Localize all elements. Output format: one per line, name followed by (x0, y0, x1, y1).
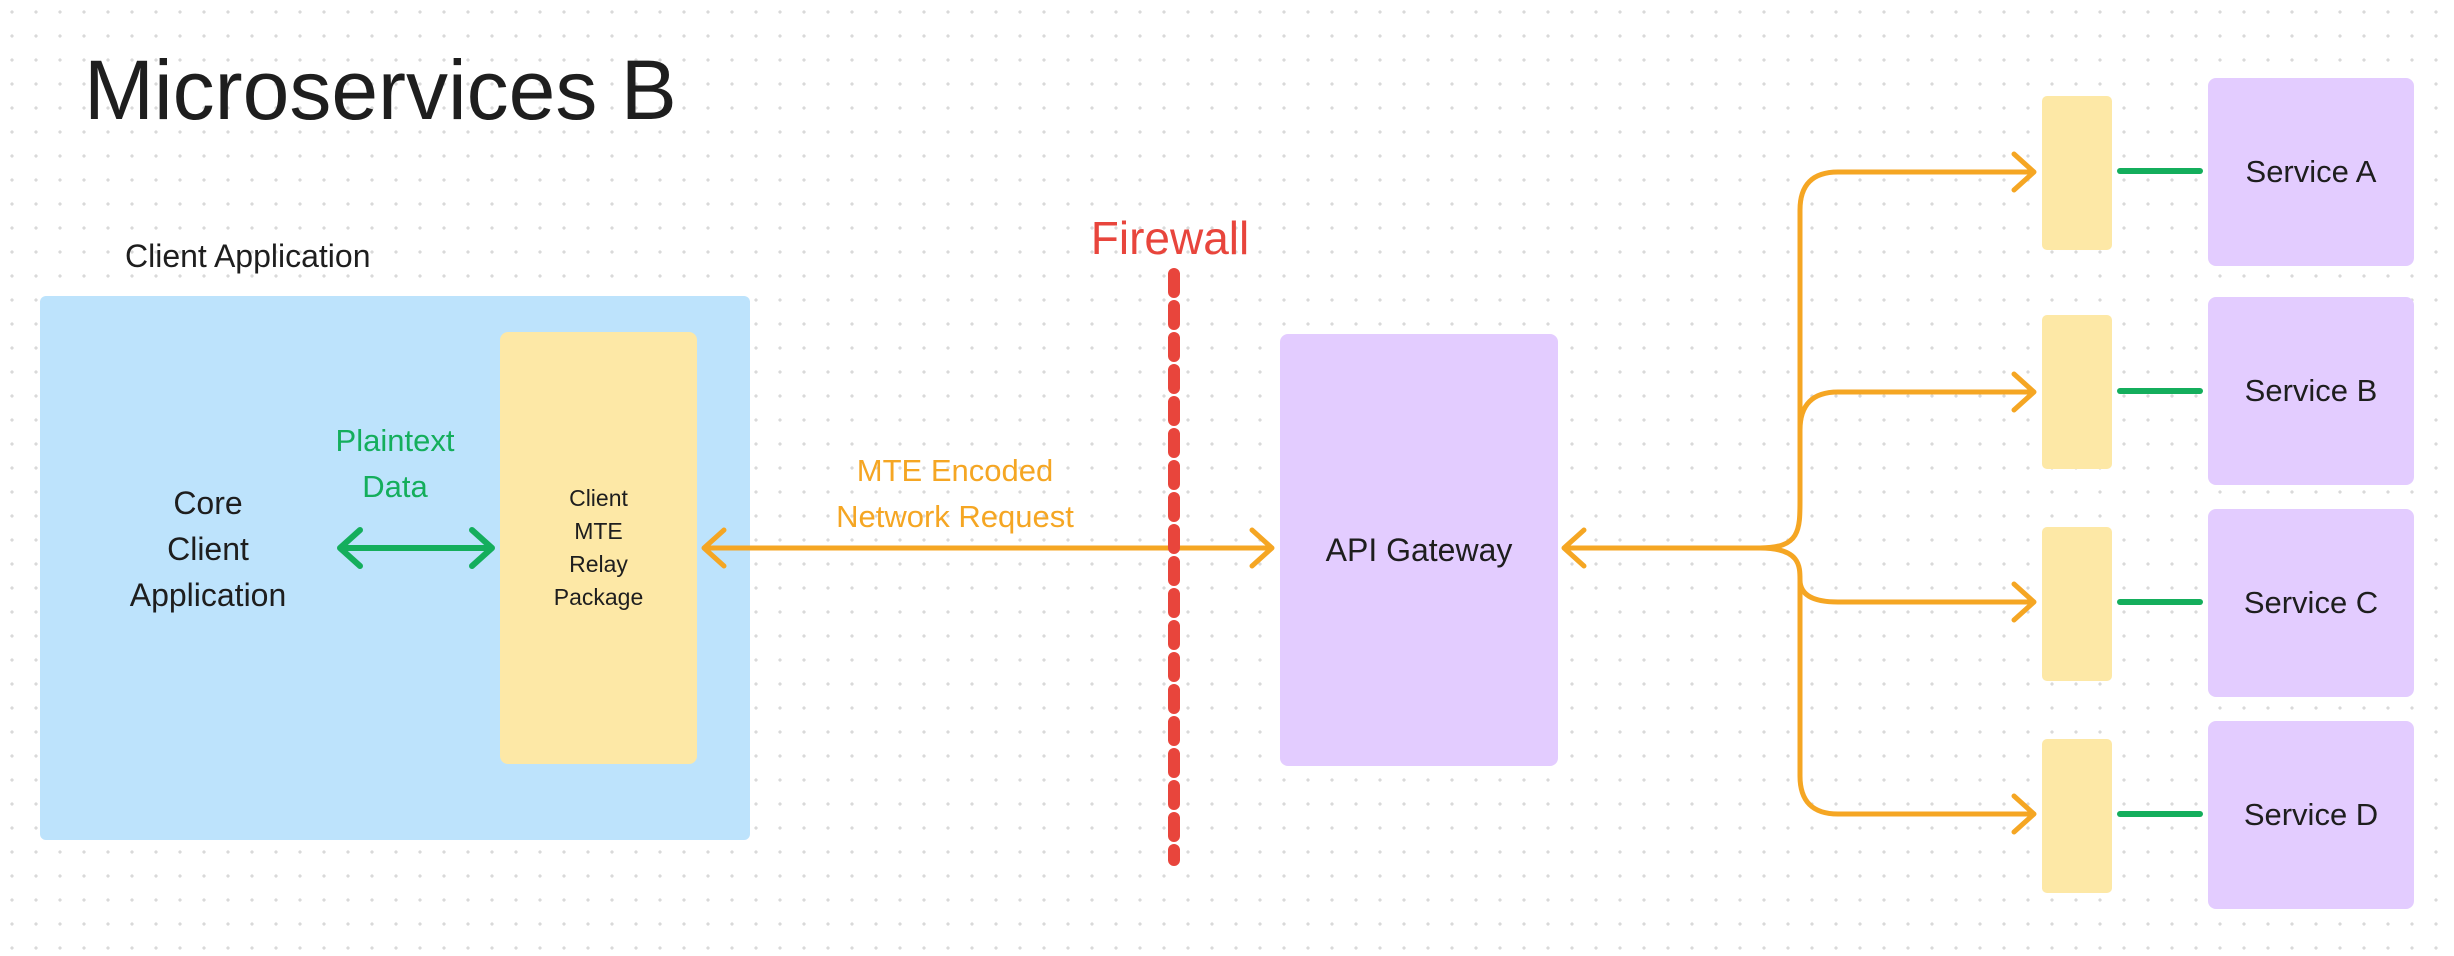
core-client-application-text: Core Client Application (129, 485, 287, 613)
network-request-arrow (701, 527, 1275, 569)
plaintext-arrow (337, 527, 495, 569)
service-connectors (2117, 168, 2203, 817)
service-a-adapter[interactable] (2042, 96, 2112, 250)
gateway-fanout-arrows (1561, 151, 2037, 835)
service-d-label: Service D (2243, 797, 2379, 832)
service-d-adapter[interactable] (2042, 739, 2112, 893)
service-c-label: Service C (2243, 585, 2379, 620)
client-mte-relay-package[interactable]: Client MTE Relay Package (500, 332, 697, 764)
service-b-adapter[interactable] (2042, 315, 2112, 469)
client-application-label: Client Application (125, 238, 371, 274)
relay-package-label: Client MTE Relay Package (553, 485, 644, 610)
service-d-box[interactable]: Service D (2208, 721, 2414, 909)
service-c-box[interactable]: Service C (2208, 509, 2414, 697)
diagram-title: Microservices B (84, 43, 677, 137)
service-a-label: Service A (2245, 154, 2377, 189)
firewall-label: Firewall (1090, 212, 1250, 264)
api-gateway-label: API Gateway (1325, 531, 1513, 568)
network-request-label: MTE Encoded Network Request (836, 453, 1074, 534)
service-b-label: Service B (2244, 373, 2378, 408)
api-gateway-box[interactable]: API Gateway (1280, 334, 1558, 766)
service-c-adapter[interactable] (2042, 527, 2112, 681)
service-a-box[interactable]: Service A (2208, 78, 2414, 266)
service-b-box[interactable]: Service B (2208, 297, 2414, 485)
plaintext-data-label: Plaintext Data (335, 423, 455, 504)
